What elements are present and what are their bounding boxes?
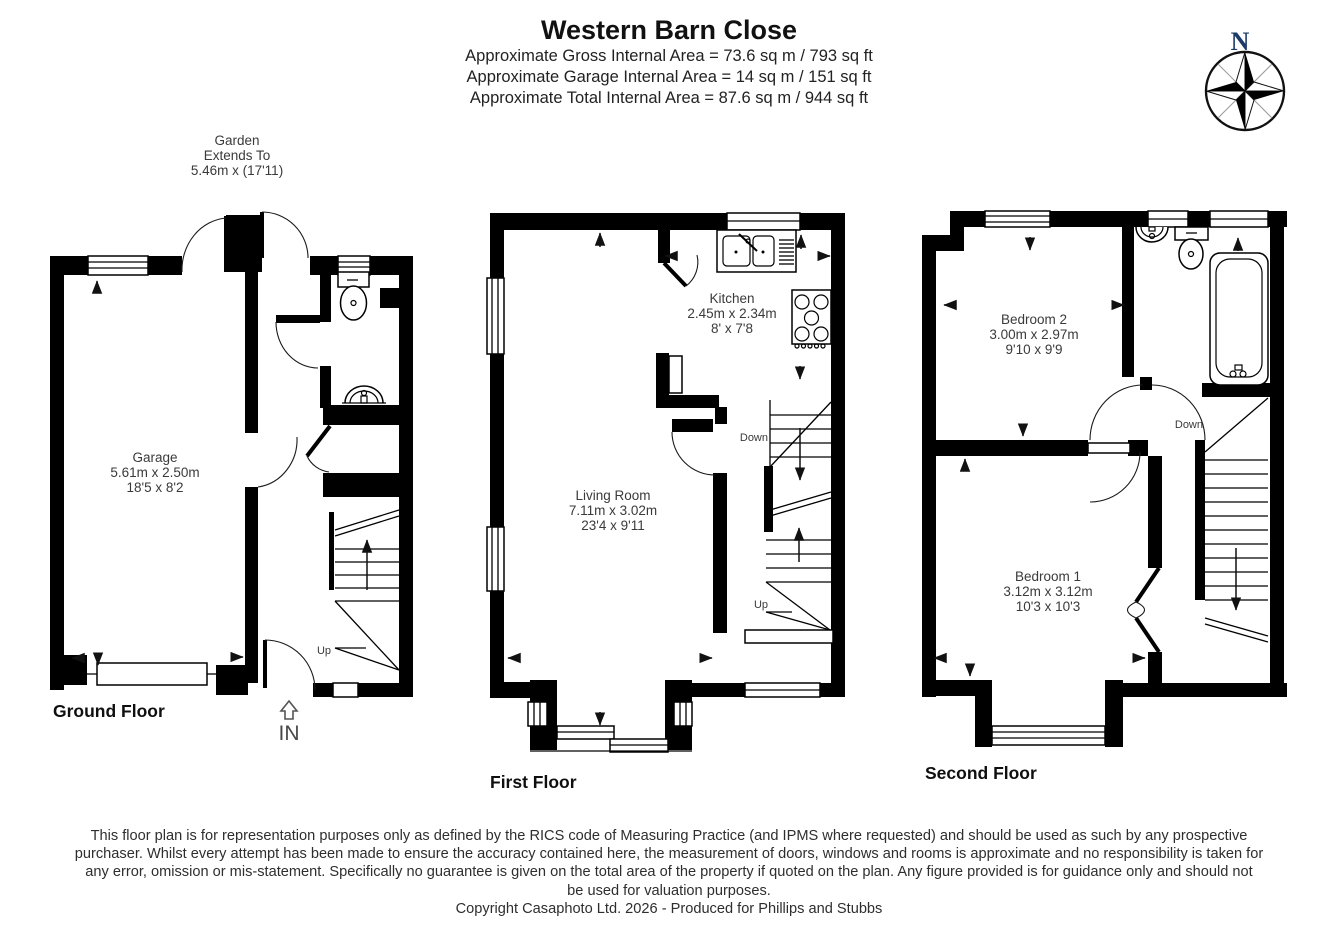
disclaimer-line: purchaser. Whilst every attempt has been…	[74, 846, 1264, 863]
disclaimer-line: This floor plan is for representation pu…	[90, 828, 1248, 844]
kitchen-sink-icon	[716, 229, 797, 273]
kitchen-metric: 2.45m x 2.34m	[687, 306, 776, 321]
ground-measure-arrows	[71, 280, 244, 666]
bathroom-toilet-icon	[1174, 226, 1209, 270]
bedroom1-metric: 3.12m x 3.12m	[1003, 584, 1092, 599]
hob-icon	[791, 289, 832, 349]
kitchen-name: Kitchen	[709, 291, 754, 306]
first-up-label: Up	[754, 599, 768, 611]
first-measure-arrows	[507, 232, 831, 726]
living-room-label: Living Room 7.11m x 3.02m 23'4 x 9'11	[569, 488, 657, 533]
second-windows	[984, 210, 1269, 746]
total-area-line: Approximate Total Internal Area = 87.6 s…	[469, 89, 869, 107]
garden-note: Garden Extends To 5.46m x (17'11)	[191, 133, 283, 178]
first-down-label: Down	[740, 432, 768, 444]
bath-icon	[1209, 252, 1269, 386]
in-label: IN	[279, 722, 300, 745]
wardrobe-doors	[1126, 566, 1161, 654]
gross-area-line: Approximate Gross Internal Area = 73.6 s…	[465, 47, 873, 65]
bedroom1-name: Bedroom 1	[1015, 569, 1081, 584]
garage-name: Garage	[132, 450, 177, 465]
kitchen-imperial: 8' x 7'8	[711, 321, 753, 336]
bedroom2-label: Bedroom 2 3.00m x 2.97m 9'10 x 9'9	[989, 312, 1078, 357]
kitchen-label: Kitchen 2.45m x 2.34m 8' x 7'8	[687, 291, 776, 336]
living-room-door	[671, 431, 716, 476]
second-floor-label: Second Floor	[925, 763, 1037, 783]
bedroom1-label: Bedroom 1 3.12m x 3.12m 10'3 x 10'3	[1003, 569, 1092, 614]
garden-note-line2: Extends To	[204, 148, 271, 163]
ground-windows	[87, 255, 371, 276]
ground-floor-label: Ground Floor	[53, 701, 165, 721]
garden-doors	[181, 211, 309, 273]
lobby-door	[305, 424, 332, 473]
ground-floor-plan: Garden Extends To 5.46m x (17'11)	[50, 133, 413, 745]
toilet-icon	[337, 271, 370, 321]
threshold-step	[332, 682, 359, 698]
page-title: Western Barn Close	[540, 15, 798, 45]
disclaimer-line: any error, omission or mis-statement. Sp…	[85, 864, 1253, 881]
bedroom2-name: Bedroom 2	[1001, 312, 1067, 327]
second-walls	[922, 211, 1287, 747]
entrance-marker: IN	[279, 699, 300, 745]
bedroom1-imperial: 10'3 x 10'3	[1016, 599, 1080, 614]
garage-inner-door	[257, 436, 298, 488]
header: Western Barn Close Approximate Gross Int…	[0, 14, 1338, 109]
garden-note-line3: 5.46m x (17'11)	[191, 163, 283, 178]
first-floor-plan: Down Up Kitchen 2.45m x 2.34m 8' x 7'8 L…	[486, 212, 845, 792]
garden-note-line1: Garden	[214, 133, 259, 148]
living-room-imperial: 23'4 x 9'11	[581, 518, 644, 533]
ground-walls	[50, 215, 413, 697]
garage-door	[64, 662, 216, 686]
entrance-door	[263, 639, 316, 691]
landing-doors	[1087, 384, 1206, 503]
second-stairs: Down	[1175, 397, 1269, 643]
copyright-line: Copyright Casaphoto Ltd. 2026 - Produced…	[455, 900, 883, 917]
second-floor-plan: Down Bedroom 2 3.00m x 2.97m 9'10 x 9'9 …	[922, 210, 1287, 783]
first-stairs: Down Up	[740, 400, 834, 644]
bedroom2-metric: 3.00m x 2.97m	[989, 327, 1078, 342]
second-down-label: Down	[1175, 419, 1203, 431]
living-room-metric: 7.11m x 3.02m	[569, 503, 657, 518]
first-windows	[486, 212, 821, 698]
garage-metric: 5.61m x 2.50m	[110, 465, 199, 480]
ground-up-label: Up	[317, 645, 331, 657]
disclaimer-line: be used for valuation purposes.	[567, 882, 771, 899]
first-floor-label: First Floor	[490, 772, 577, 792]
compass-rose: N	[1204, 27, 1286, 132]
living-room-name: Living Room	[575, 488, 650, 503]
bathroom-basin-icon	[1135, 226, 1169, 243]
garage-label: Garage 5.61m x 2.50m 18'5 x 8'2	[110, 450, 199, 495]
ground-stairs: Up	[317, 509, 400, 671]
bay-window	[527, 701, 693, 753]
compass-north-label: N	[1231, 27, 1250, 56]
garage-area-line: Approximate Garage Internal Area = 14 sq…	[466, 68, 872, 86]
bedroom2-imperial: 9'10 x 9'9	[1006, 342, 1063, 357]
basin-icon	[342, 385, 386, 404]
disclaimer: This floor plan is for representation pu…	[0, 827, 1338, 918]
wc-door	[275, 321, 319, 369]
kitchen-doors	[662, 254, 699, 394]
garage-imperial: 18'5 x 8'2	[127, 480, 184, 495]
second-measure-arrows	[933, 237, 1244, 677]
